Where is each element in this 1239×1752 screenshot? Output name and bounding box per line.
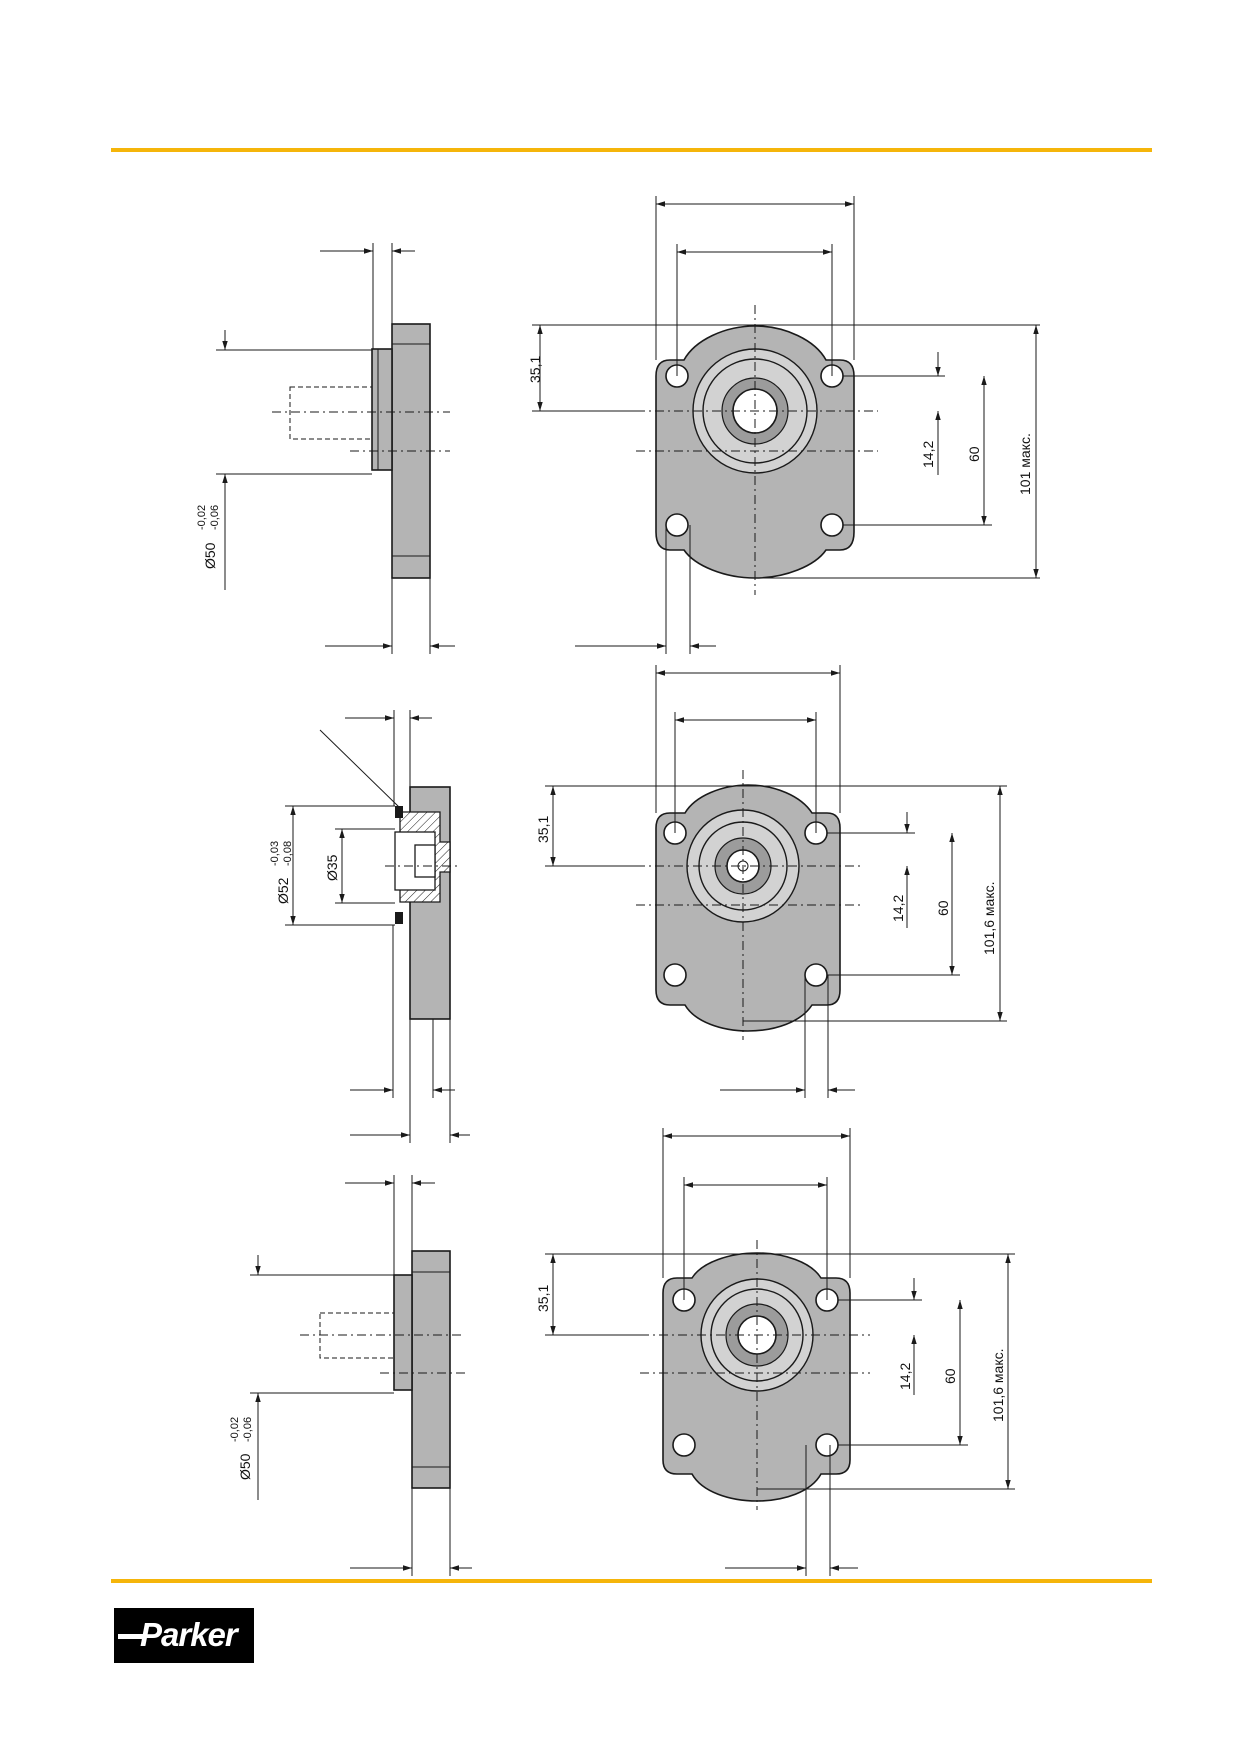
parker-logo: Parker [114, 1608, 254, 1663]
side-view-bottom: Ø50 -0,02 -0,06 [229, 1175, 472, 1576]
dim-hole-offset: 14,2 [890, 895, 906, 922]
dim-hole-spacing: 60 [942, 1368, 958, 1384]
top-accent-rule [111, 148, 1152, 152]
logo-bar [118, 1634, 146, 1639]
side-view-middle: Ø52 -0,03 -0,08 Ø35 [269, 710, 470, 1143]
tolerance-upper: -0,02 [196, 505, 208, 530]
diameter-label: Ø50 [202, 542, 218, 569]
outer-diameter-label: Ø52 [275, 877, 291, 904]
outer-tolerance-upper: -0,03 [269, 841, 281, 866]
inner-diameter-label: Ø35 [324, 854, 340, 881]
dim-hole-offset: 14,2 [920, 441, 936, 468]
front-view-top: 35,1 14,2 60 101 макс. [527, 196, 1040, 654]
diameter-label: Ø50 [237, 1453, 253, 1480]
dim-hole-offset: 14,2 [897, 1363, 913, 1390]
dim-height: 101,6 макс. [990, 1348, 1006, 1422]
dim-offset: 35,1 [527, 356, 543, 383]
outer-tolerance-lower: -0,08 [282, 841, 294, 866]
tolerance-lower: -0,06 [242, 1417, 254, 1442]
dim-height: 101,6 макс. [981, 881, 997, 955]
dim-hole-spacing: 60 [935, 900, 951, 916]
side-view-top: Ø50 -0,02 -0,06 [196, 243, 455, 654]
tolerance-upper: -0,02 [229, 1417, 241, 1442]
bottom-accent-rule [111, 1579, 1152, 1583]
dim-hole-spacing: 60 [966, 446, 982, 462]
front-view-bottom: 35,1 14,2 60 101,6 макс. [535, 1128, 1015, 1576]
tolerance-lower: -0,06 [209, 505, 221, 530]
dim-offset: 35,1 [535, 816, 551, 843]
logo-text: Parker [140, 1616, 238, 1653]
front-view-middle: 35,1 14,2 60 101,6 макс. [535, 665, 1007, 1098]
dim-offset: 35,1 [535, 1285, 551, 1312]
dim-height: 101 макс. [1017, 433, 1033, 495]
